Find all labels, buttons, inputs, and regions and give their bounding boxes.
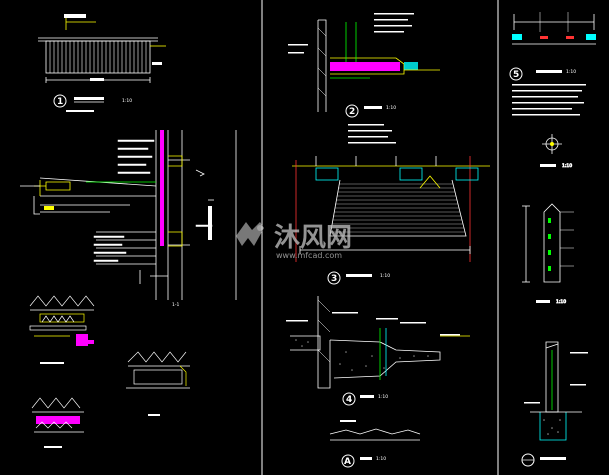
small-detail-left-top bbox=[29, 295, 95, 364]
detail-4-scale: 1:10 bbox=[378, 394, 388, 400]
watermark-url: www.mfcad.com bbox=[276, 251, 342, 260]
detail-2-title: 2 1:10 bbox=[345, 104, 396, 144]
detail-5-number: 5 bbox=[513, 70, 519, 80]
detail-1-title-text bbox=[74, 97, 104, 100]
right-mid-scale: 1:10 bbox=[562, 163, 572, 169]
detail-4-number: 4 bbox=[346, 395, 352, 405]
detail-4-leaders bbox=[286, 312, 460, 336]
small-detail-center bbox=[126, 351, 190, 416]
detail-4-title: 4 1:10 bbox=[342, 392, 388, 406]
detail-4-drawing bbox=[290, 296, 470, 389]
detail-1-number-circle bbox=[53, 94, 67, 108]
detail-2-drawing bbox=[317, 19, 440, 112]
right-column-elevation: 1:10 bbox=[522, 203, 574, 305]
detail-A-title: A 1:10 bbox=[341, 454, 386, 468]
detail-2-leaders bbox=[288, 13, 414, 54]
detail-3-drawing bbox=[292, 156, 490, 262]
right-bottom-title bbox=[521, 453, 566, 467]
detail-1-title: 1 1:10 bbox=[53, 94, 132, 112]
panel-dividers bbox=[261, 0, 499, 475]
detail-2-scale: 1:10 bbox=[386, 105, 396, 111]
watermark-logo-icon bbox=[236, 222, 264, 246]
detail-1-scale: 1:10 bbox=[122, 98, 132, 104]
detail-3-title: 3 1:10 bbox=[327, 271, 390, 285]
right-column-section bbox=[524, 341, 588, 441]
section-1-1-leaders bbox=[93, 139, 213, 262]
detail-A-scale: 1:10 bbox=[376, 456, 386, 462]
detail-5-scale: 1:10 bbox=[566, 69, 576, 75]
watermark: 沐风网 www.mfcad.com bbox=[236, 222, 352, 260]
detail-1-railing-elevation bbox=[38, 14, 166, 83]
section-1-1-label: 1-1 bbox=[172, 302, 179, 308]
right-column-scale: 1:10 bbox=[556, 299, 566, 305]
detail-5-notes: 5 1:10 bbox=[509, 67, 586, 116]
detail-3-scale: 1:10 bbox=[380, 273, 390, 279]
right-circle-detail: 1:10 bbox=[540, 134, 573, 169]
right-top-plan bbox=[512, 12, 596, 45]
section-1-1-tag: 1-1 bbox=[172, 302, 179, 308]
section-1-1-drawing bbox=[20, 130, 237, 300]
small-detail-left-bottom bbox=[31, 397, 84, 448]
detail-A-drawing bbox=[329, 420, 421, 441]
detail-A-number: A bbox=[344, 457, 351, 467]
detail-3-number: 3 bbox=[331, 274, 337, 284]
detail-1-number: 1 bbox=[57, 97, 63, 107]
detail-2-number: 2 bbox=[349, 107, 355, 117]
detail-1-note bbox=[66, 110, 94, 112]
watermark-brand: 沐风网 bbox=[274, 223, 352, 253]
